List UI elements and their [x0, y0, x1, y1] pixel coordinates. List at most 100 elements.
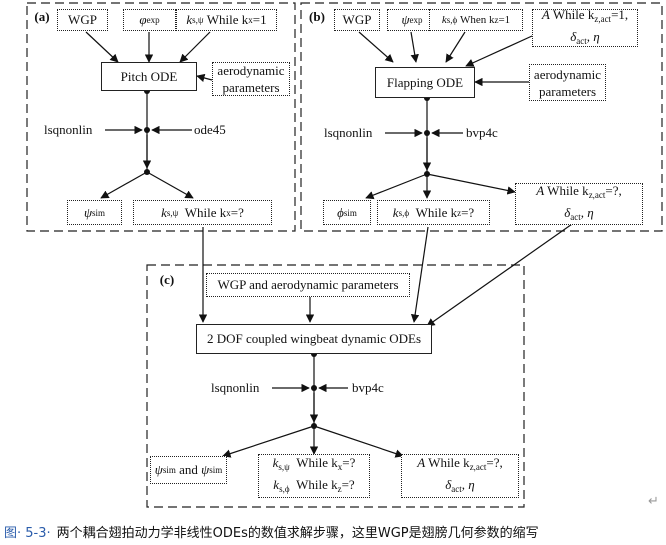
- panel-b-out-a: A While kz,act=?, δact, η: [515, 183, 643, 225]
- panel-b-out-delta-sub: act: [570, 212, 581, 222]
- panel-b-out-k-symbol: k: [392, 204, 399, 220]
- panel-a-out-k-while: While k: [184, 204, 227, 220]
- panel-b-out-a-symbol: A: [536, 183, 545, 198]
- panel-a-k-end: =1: [252, 12, 267, 27]
- panel-c-out-a: A While kz,act=?, δact, η: [401, 454, 519, 498]
- coupled-odes-box: 2 DOF coupled wingbeat dynamic ODEs: [196, 324, 432, 354]
- panel-c-out-k: ks,ψ While kx=? ks,ϕ While kz=?: [258, 454, 370, 498]
- panel-a-tag: (a): [34, 9, 50, 24]
- panel-b-eta: , η: [586, 29, 600, 44]
- panel-b-frame: [300, 2, 663, 232]
- arrow-a-wgp: [85, 31, 119, 63]
- panel-b-out-a-sub: z,act: [588, 190, 606, 200]
- panel-c-k2-cond: z: [337, 484, 342, 494]
- pitch-ode-box: Pitch ODE: [101, 62, 197, 91]
- panel-c-k1-cond: x: [337, 462, 343, 472]
- panel-c-k1-while: While k: [296, 455, 338, 470]
- flapping-ode-label: Flapping ODE: [386, 74, 464, 90]
- arrow-b-k-to-c: [410, 226, 429, 323]
- panel-b-k-when: When k: [459, 14, 495, 26]
- panel-c-k2-while: While k: [296, 477, 338, 492]
- panel-b-out-k-sub: s,ϕ: [398, 207, 410, 218]
- panel-b-k-symbol: k: [441, 14, 447, 26]
- arrow-b-wgp: [358, 31, 394, 63]
- panel-b-out-k-end: =?: [461, 204, 475, 220]
- panel-c-out-a-line2: δact, η: [445, 476, 475, 498]
- panel-c-out-k-line1: ks,ψ While kx=?: [273, 454, 356, 476]
- panel-b-psi-sub: exp: [409, 15, 423, 25]
- panel-c-input-label: WGP and aerodynamic parameters: [217, 277, 399, 292]
- panel-b-input-wgp-label: WGP: [342, 12, 372, 27]
- dot-b-mid: [424, 130, 430, 136]
- panel-c-out-a-while: While k: [428, 455, 470, 470]
- panel-c-frame: [146, 264, 525, 508]
- panel-b-out-phi-sub: sim: [343, 207, 357, 218]
- arrow-a-aero: [196, 73, 213, 83]
- panel-a-phi-symbol: φ: [139, 12, 147, 27]
- arrow-b-a-to-c: [426, 221, 576, 327]
- dot-a-mid: [144, 127, 150, 133]
- panel-b-solver-right: bvp4c: [466, 125, 498, 140]
- panel-b-a-while: While k: [552, 7, 595, 22]
- panel-b-tag: (b): [309, 9, 325, 24]
- panel-b-a-sub: z,act: [594, 14, 612, 24]
- panel-b-out-a-end: =?,: [605, 183, 622, 198]
- panel-c-k2-sub: s,ϕ: [279, 484, 290, 494]
- panel-c-out-a-symbol: A: [417, 455, 426, 470]
- panel-b-a-symbol: A: [541, 7, 550, 22]
- panel-a-frame: [26, 2, 296, 232]
- panel-b-k-end: =1: [498, 14, 511, 26]
- panel-c-k2-symbol: k: [273, 477, 280, 492]
- panel-b-a-end: =1,: [611, 7, 629, 22]
- arrow-b-out-a: [426, 173, 516, 195]
- arrow-a-out-psi: [100, 171, 148, 199]
- panel-b-input-a-line1: A While kz,act=1,: [542, 6, 628, 28]
- arrow-c-out3: [313, 425, 404, 458]
- panel-a-k-sub: s,ψ: [192, 15, 204, 25]
- panel-a-out-psi-symbol: ψ: [83, 204, 93, 220]
- panel-b-out-a-while: While k: [547, 183, 589, 198]
- panel-c-input-box: WGP and aerodynamic parameters: [206, 273, 410, 297]
- panel-a-out-k-end: =?: [230, 204, 244, 220]
- panel-a-solver-left: lsqnonlin: [44, 122, 93, 137]
- panel-c-k1-end: =?: [342, 455, 356, 470]
- panel-b-out-a-line2: δact, η: [564, 204, 594, 226]
- panel-c-out-a-line1: A While kz,act=?,: [417, 454, 503, 476]
- panel-c-out-psi-a-sub: sim: [162, 465, 176, 475]
- dot-c-split: [311, 423, 317, 429]
- pitch-ode-label: Pitch ODE: [120, 68, 178, 84]
- panel-c-k1-symbol: k: [272, 455, 279, 470]
- panel-b-solver-left: lsqnonlin: [324, 125, 373, 140]
- panel-b-k-cond: z: [494, 15, 499, 25]
- panel-c-solver-left: lsqnonlin: [211, 380, 260, 395]
- panel-c-out-a-end: =?,: [486, 455, 503, 470]
- panel-b-input-wgp: WGP: [334, 9, 380, 31]
- panel-b-out-delta-symbol: δ: [564, 205, 571, 220]
- panel-b-out-k-cond: z: [457, 207, 462, 218]
- panel-c-out-eta: , η: [461, 477, 475, 492]
- dot-c-mid: [311, 385, 317, 391]
- panel-b-out-eta: , η: [580, 205, 594, 220]
- panel-c-k2-end: =?: [341, 477, 355, 492]
- panel-a-out-k-symbol: k: [161, 204, 167, 220]
- panel-b-aero-line1: aerodynamic: [533, 66, 602, 82]
- panel-b-input-a-line2: δact, η: [570, 28, 600, 50]
- panel-c-k1-sub: s,ψ: [278, 462, 290, 472]
- panel-c-out-delta-symbol: δ: [445, 477, 452, 492]
- dot-a-split: [144, 169, 150, 175]
- coupled-odes-label: 2 DOF coupled wingbeat dynamic ODEs: [206, 331, 422, 346]
- figure-caption: 图· 5-3· 两个耦合翅拍动力学非线性ODEs的数值求解步骤，这里WGP是翅膀…: [0, 520, 666, 542]
- panel-c-out-a-sub: z,act: [469, 462, 487, 472]
- flapping-ode-box: Flapping ODE: [375, 67, 475, 98]
- panel-b-out-k-while: While k: [415, 204, 458, 220]
- panel-c-solver-right: bvp4c: [352, 380, 384, 395]
- arrow-b-psi: [410, 31, 419, 63]
- arrow-c-out1: [222, 425, 315, 458]
